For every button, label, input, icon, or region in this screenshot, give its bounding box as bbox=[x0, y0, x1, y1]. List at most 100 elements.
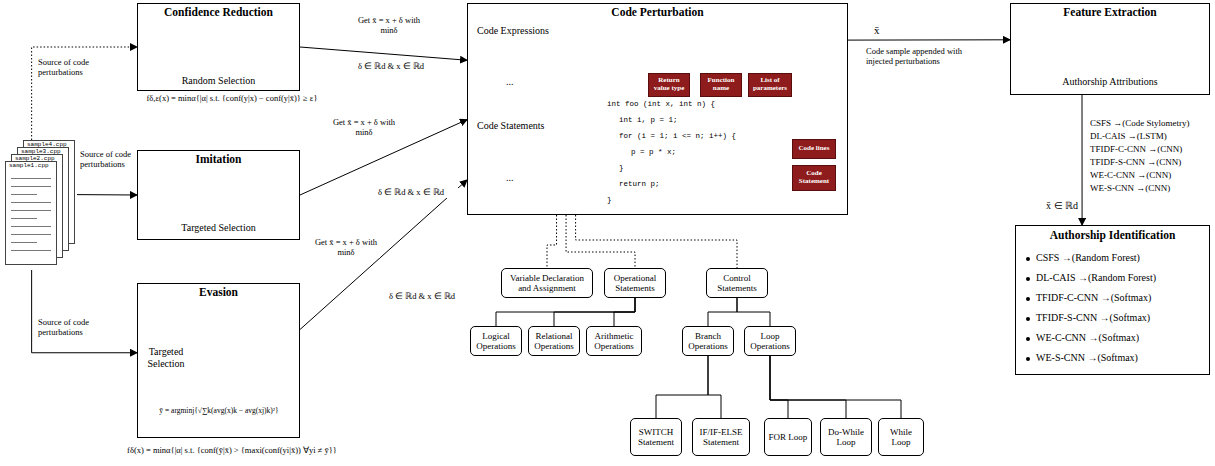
node-text: Relational Operations bbox=[531, 331, 577, 352]
text-line bbox=[11, 210, 51, 211]
connector bbox=[770, 356, 846, 418]
text-line bbox=[11, 234, 51, 235]
annotation: int foo (int x, int n) { bbox=[607, 100, 757, 109]
connector bbox=[300, 47, 467, 60]
connector bbox=[737, 298, 770, 326]
code-tag: Return value type bbox=[648, 73, 690, 97]
annotation: return p; bbox=[619, 180, 719, 189]
text-line bbox=[11, 226, 51, 227]
text-line bbox=[11, 202, 51, 203]
node-text: FOR Loop bbox=[769, 432, 808, 442]
connector bbox=[1082, 95, 1083, 225]
annotation: WE-C-CNN →(CNN) bbox=[1090, 170, 1210, 180]
bullet bbox=[1026, 277, 1030, 281]
panel-box: Authorship IdentificationCSFS →(Random F… bbox=[1015, 225, 1210, 375]
node-text: Code Statement bbox=[794, 170, 834, 185]
tree-node: Arithmetic Operations bbox=[586, 326, 642, 356]
annotation: TFIDF-S-CNN →(CNN) bbox=[1090, 157, 1210, 167]
text-line bbox=[11, 186, 51, 187]
text-line bbox=[11, 194, 37, 195]
annotation: δ ∈ ℝd & x ∈ ℝd bbox=[340, 62, 442, 72]
node-text: Logical Operations bbox=[473, 331, 519, 352]
annotation: CSFS →(Code Stylometry) bbox=[1090, 118, 1210, 128]
node-text: Authorship Attributions bbox=[1011, 76, 1209, 88]
annotation: x̄ ∈ ℝd bbox=[1020, 200, 1078, 212]
annotation: Code sample appended with injected pertu… bbox=[866, 47, 966, 67]
text-line bbox=[11, 250, 51, 251]
node-text: While Loop bbox=[881, 427, 921, 448]
node-text: Branch Operations bbox=[685, 331, 731, 352]
tree-node: IF/IF-ELSE Statement bbox=[692, 418, 750, 456]
node-text: Code Statements bbox=[477, 120, 597, 132]
tree-node: Loop Operations bbox=[744, 326, 796, 356]
text-line bbox=[11, 218, 37, 219]
annotation: WE-S-CNN →(CNN) bbox=[1090, 183, 1210, 193]
source-files: sample4.cppsample3.cppsample2.cppsample1… bbox=[5, 140, 77, 270]
annotation: } bbox=[607, 196, 637, 205]
node-text: Return value type bbox=[650, 77, 688, 92]
annotation: Source of code perturbations bbox=[38, 318, 106, 338]
bullet bbox=[1026, 257, 1030, 261]
annotation: fδ,ε(x) = minα{|α| s.t. {conf(y|x) − con… bbox=[112, 94, 352, 104]
code-tag: Code lines bbox=[792, 139, 836, 159]
connector bbox=[614, 298, 635, 326]
text-line bbox=[11, 242, 37, 243]
node-text: Variable Declaration and Assignment bbox=[504, 273, 590, 294]
bullet bbox=[1026, 337, 1030, 341]
connector bbox=[547, 215, 557, 268]
connector bbox=[770, 356, 788, 418]
connector bbox=[77, 194, 137, 195]
annotation: x̄ bbox=[874, 24, 894, 37]
tree-node: Operational Statements bbox=[604, 268, 666, 298]
connector bbox=[656, 356, 708, 418]
annotation: p = p * x; bbox=[631, 148, 731, 157]
connector bbox=[496, 298, 635, 326]
bullet bbox=[1026, 297, 1030, 301]
bullet bbox=[1026, 317, 1030, 321]
code-tag: Code Statement bbox=[792, 165, 836, 191]
file-name: sample1.cpp bbox=[9, 162, 49, 169]
annotation: Get x̄ = x + δ with minδ bbox=[330, 118, 398, 138]
bullet bbox=[1026, 357, 1030, 361]
box-heading: Code Perturbation bbox=[468, 6, 847, 19]
connector bbox=[708, 298, 737, 326]
node-text: Targeted Selection bbox=[138, 222, 299, 234]
annotation: δ ∈ ℝd & x ∈ ℝd bbox=[360, 188, 462, 198]
connector bbox=[576, 215, 737, 268]
connector bbox=[708, 356, 721, 418]
connector bbox=[300, 180, 467, 329]
tree-node: SWITCH Statement bbox=[630, 418, 682, 456]
node-text: WE-S-CNN →(Softmax) bbox=[1036, 352, 1206, 364]
tree-node: Branch Operations bbox=[682, 326, 734, 356]
code-tag: Function name bbox=[700, 73, 742, 97]
node-text: Function name bbox=[702, 77, 740, 92]
connector bbox=[554, 298, 635, 326]
connector bbox=[770, 356, 901, 418]
node-text: List of parameters bbox=[750, 77, 790, 92]
annotation: ... bbox=[506, 172, 526, 184]
tree-node: While Loop bbox=[878, 418, 924, 456]
node-text: IF/IF-ELSE Statement bbox=[695, 427, 747, 448]
tree-node: Control Statements bbox=[706, 268, 768, 298]
annotation: DL-CAIS →(LSTM) bbox=[1090, 131, 1210, 141]
connector bbox=[566, 215, 635, 268]
node-text: Code Expressions bbox=[477, 25, 597, 37]
annotation: int i, p = 1; bbox=[619, 116, 719, 125]
node-text: Arithmetic Operations bbox=[589, 331, 639, 352]
node-text: SWITCH Statement bbox=[633, 427, 679, 448]
annotation: Source of code perturbations bbox=[80, 150, 136, 170]
node-text: TFIDF-S-CNN →(Softmax) bbox=[1036, 312, 1206, 324]
paper-sheet: sample1.cpp bbox=[5, 161, 57, 265]
box-heading: Imitation bbox=[138, 153, 299, 166]
node-text: DL-CAIS →(Random Forest) bbox=[1036, 272, 1206, 284]
tree-node: Do-While Loop bbox=[820, 418, 872, 456]
box-heading: Confidence Reduction bbox=[138, 6, 299, 19]
connector bbox=[848, 39, 1010, 40]
annotation: fδ(x) = minα{|α| s.t. {conf(ȳ|x̄) > {max… bbox=[100, 446, 364, 456]
box-heading: Authorship Identification bbox=[1016, 229, 1209, 242]
node-text: ȳ = argminj{√∑k(avg(x)k − avg(xj)k)²} bbox=[141, 407, 297, 416]
tree-node: Variable Declaration and Assignment bbox=[501, 268, 593, 298]
annotation: δ ∈ ℝd & x ∈ ℝd bbox=[378, 292, 466, 302]
node-text: Targeted Selection bbox=[142, 346, 190, 369]
